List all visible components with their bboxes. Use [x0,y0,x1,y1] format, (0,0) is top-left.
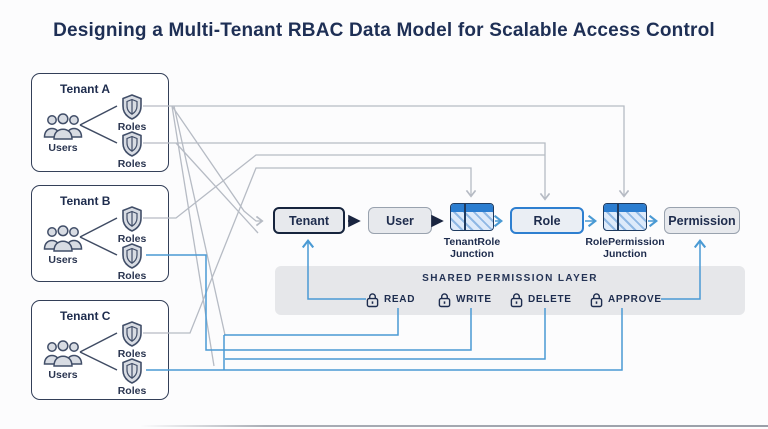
role-shield-icon [122,243,142,269]
user-entity-box: User [368,207,432,234]
frame-bottom-edge [140,425,768,427]
role-permission-junction-label: RolePermission Junction [585,236,665,260]
lock-icon [590,292,603,307]
users-icon [43,340,83,367]
tenant-c-name: Tenant C [60,309,111,323]
shared-layer-title: SHARED PERMISSION LAYER [422,273,598,284]
tenant-entity-box: Tenant [273,207,345,234]
role-label: Roles [117,348,147,360]
tenant-b-name: Tenant B [60,194,111,208]
users-label: Users [48,142,78,154]
role-label: Roles [117,270,147,282]
tenant-role-junction-label: TenantRole Junction [443,236,501,260]
users-label: Users [48,254,78,266]
lock-icon [438,292,451,307]
page-title: Designing a Multi-Tenant RBAC Data Model… [53,20,715,41]
tenant-b-card: Tenant B Users Roles Roles [31,185,169,282]
role-shield-icon [122,358,142,384]
permission-item-write: WRITE [438,291,492,308]
role-label: Roles [117,121,147,133]
permission-item-delete: DELETE [510,291,572,308]
role-label: Roles [117,233,147,245]
junction-divider [617,204,619,230]
tenant-a-name: Tenant A [60,82,110,96]
role-label: Roles [117,385,147,397]
tenant-a-card: Tenant A Users Roles Roles [31,73,169,172]
role-entity-box: Role [510,207,584,234]
users-label: Users [48,369,78,381]
permission-label: WRITE [456,294,492,305]
gray-relation-lines [143,105,624,367]
junction-header [604,204,646,212]
junction-divider [464,204,466,230]
junction-hatch-body [451,212,493,230]
role-shield-icon [122,131,142,157]
role-shield-icon [122,206,142,232]
junction-header [451,204,493,212]
junction-hatch-body [604,212,646,230]
permission-label: READ [384,294,416,305]
permission-label: APPROVE [608,294,662,305]
permission-label: DELETE [528,294,572,305]
role-shield-icon [122,321,142,347]
role-shield-icon [122,94,142,120]
tenant-role-junction-icon [450,203,494,231]
role-label: Roles [117,158,147,170]
permission-item-read: READ [366,291,415,308]
permission-item-approve: APPROVE [590,291,662,308]
users-icon [43,225,83,252]
lock-icon [366,292,379,307]
role-permission-junction-icon [603,203,647,231]
users-icon [43,113,83,140]
lock-icon [510,292,523,307]
tenant-c-card: Tenant C Users Roles Roles [31,300,169,400]
permission-entity-box: Permission [664,207,740,234]
